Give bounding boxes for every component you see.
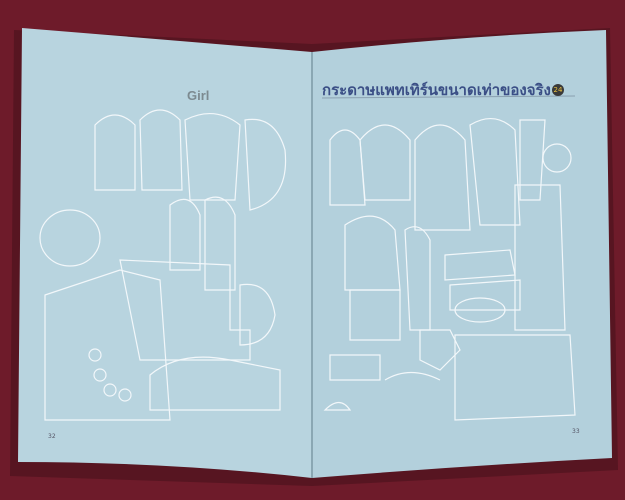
left-pattern-outlines xyxy=(39,109,287,421)
page-badge: 24 xyxy=(552,84,564,96)
right-page-number: 33 xyxy=(572,428,580,435)
right-page-heading: กระดาษแพทเทิร์นขนาดเท่าของจริง xyxy=(322,81,551,99)
left-page-heading: Girl xyxy=(187,88,210,103)
right-pattern-outlines xyxy=(323,118,576,421)
title-underline xyxy=(321,95,576,99)
left-page-number: 32 xyxy=(48,433,56,440)
